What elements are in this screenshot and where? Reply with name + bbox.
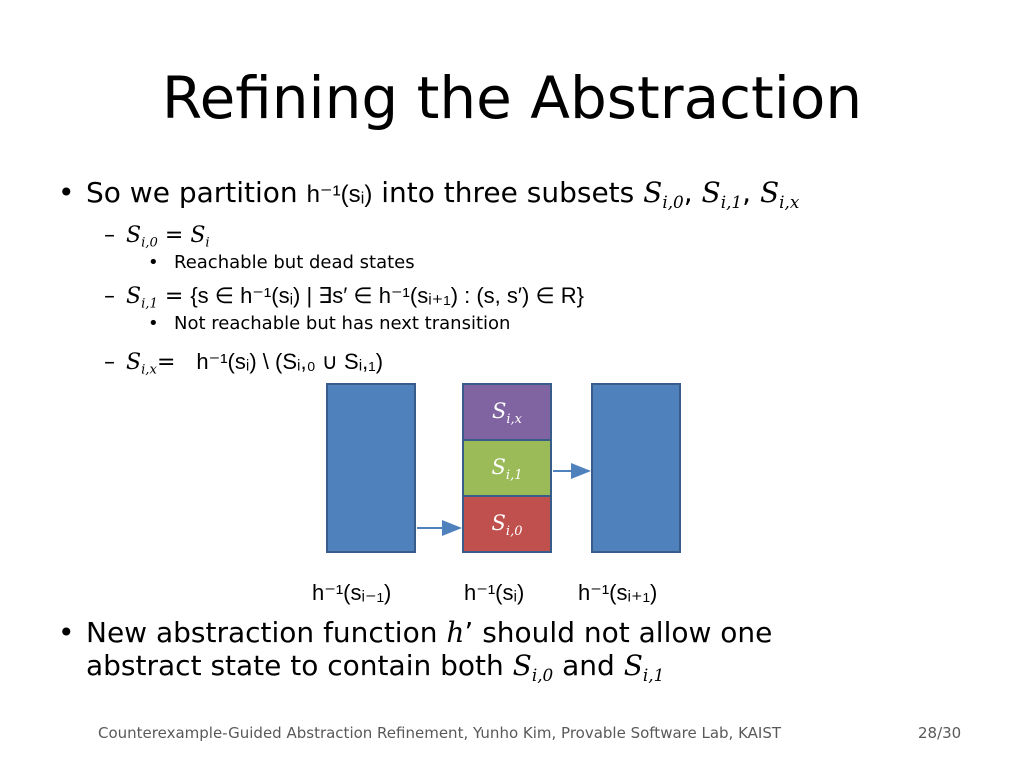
- block-next: [591, 383, 681, 553]
- si1-lhs: Si,1: [126, 284, 158, 312]
- set-six: Si,x: [759, 176, 800, 212]
- bullet-dot: •: [148, 313, 159, 334]
- bullet-dot: •: [58, 176, 75, 209]
- label-inverse-next: h⁻¹(sᵢ₊₁): [578, 580, 658, 605]
- label-six: Si,x: [492, 399, 523, 427]
- bullet-new-abstraction-line2: abstract state to contain both Si,0 and …: [86, 649, 665, 685]
- block-si1: [462, 439, 552, 497]
- label-si0: Si,0: [492, 511, 523, 539]
- bullet1-inverse-expr: h⁻¹(sᵢ): [306, 181, 373, 208]
- page-number: 28/30: [918, 724, 962, 742]
- bullet-dot: •: [148, 252, 159, 273]
- bullet1-middle: into three subsets: [381, 176, 635, 209]
- bullet1-prefix: So we partition: [86, 176, 298, 209]
- set-si0: Si,0: [512, 649, 554, 685]
- label-inverse-current: h⁻¹(sᵢ): [464, 580, 525, 605]
- sep: ,: [683, 176, 693, 209]
- slide-title: Refining the Abstraction: [161, 64, 863, 132]
- set-si1: Si,1: [623, 649, 665, 685]
- h-function: h: [446, 616, 465, 649]
- footer-text: Counterexample-Guided Abstraction Refine…: [98, 724, 782, 742]
- equals: =: [156, 350, 176, 375]
- note-dead-states: •Reachable but dead states: [148, 252, 415, 273]
- si1-rhs: {s ∈ h⁻¹(sᵢ) | ∃s′ ∈ h⁻¹(sᵢ₊₁) : (s, s′)…: [190, 283, 584, 308]
- bullet-partition: • So we partition h⁻¹(sᵢ) into three subs…: [58, 176, 799, 219]
- block-si0: [462, 495, 552, 553]
- six-lhs: Si,x: [126, 350, 157, 378]
- si0-rhs: Si: [190, 223, 210, 251]
- sub-bullet-six: –Si,x= h⁻¹(sᵢ) \ (Sᵢ,₀ ∪ Sᵢ,₁): [104, 348, 383, 385]
- dash: –: [104, 284, 115, 309]
- set-si0: Si,0: [643, 176, 684, 212]
- sep: ,: [742, 176, 752, 209]
- label-inverse-prev: h⁻¹(sᵢ₋₁): [312, 580, 392, 605]
- bullet-dot: •: [58, 616, 75, 649]
- dash: –: [104, 350, 115, 375]
- label-si1: Si,1: [492, 455, 523, 483]
- si0-lhs: Si,0: [126, 223, 158, 251]
- partition-diagram: Si,x Si,1 Si,0: [326, 383, 681, 553]
- sub-bullet-si0: –Si,0 = Si: [104, 222, 210, 258]
- six-rhs: h⁻¹(sᵢ) \ (Sᵢ,₀ ∪ Sᵢ,₁): [196, 349, 384, 374]
- set-si1: Si,1: [701, 176, 743, 212]
- bullet-new-abstraction: •New abstraction function h’ should not …: [58, 616, 773, 649]
- sub-bullet-si1: –Si,1 = {s ∈ h⁻¹(sᵢ) | ∃s′ ∈ h⁻¹(sᵢ₊₁) :…: [104, 282, 584, 319]
- dash: –: [104, 223, 115, 248]
- block-prev: [326, 383, 416, 553]
- equals: =: [164, 284, 184, 309]
- note-next-transition: •Not reachable but has next transition: [148, 313, 511, 334]
- equals: =: [164, 223, 184, 248]
- block-six: [462, 383, 552, 441]
